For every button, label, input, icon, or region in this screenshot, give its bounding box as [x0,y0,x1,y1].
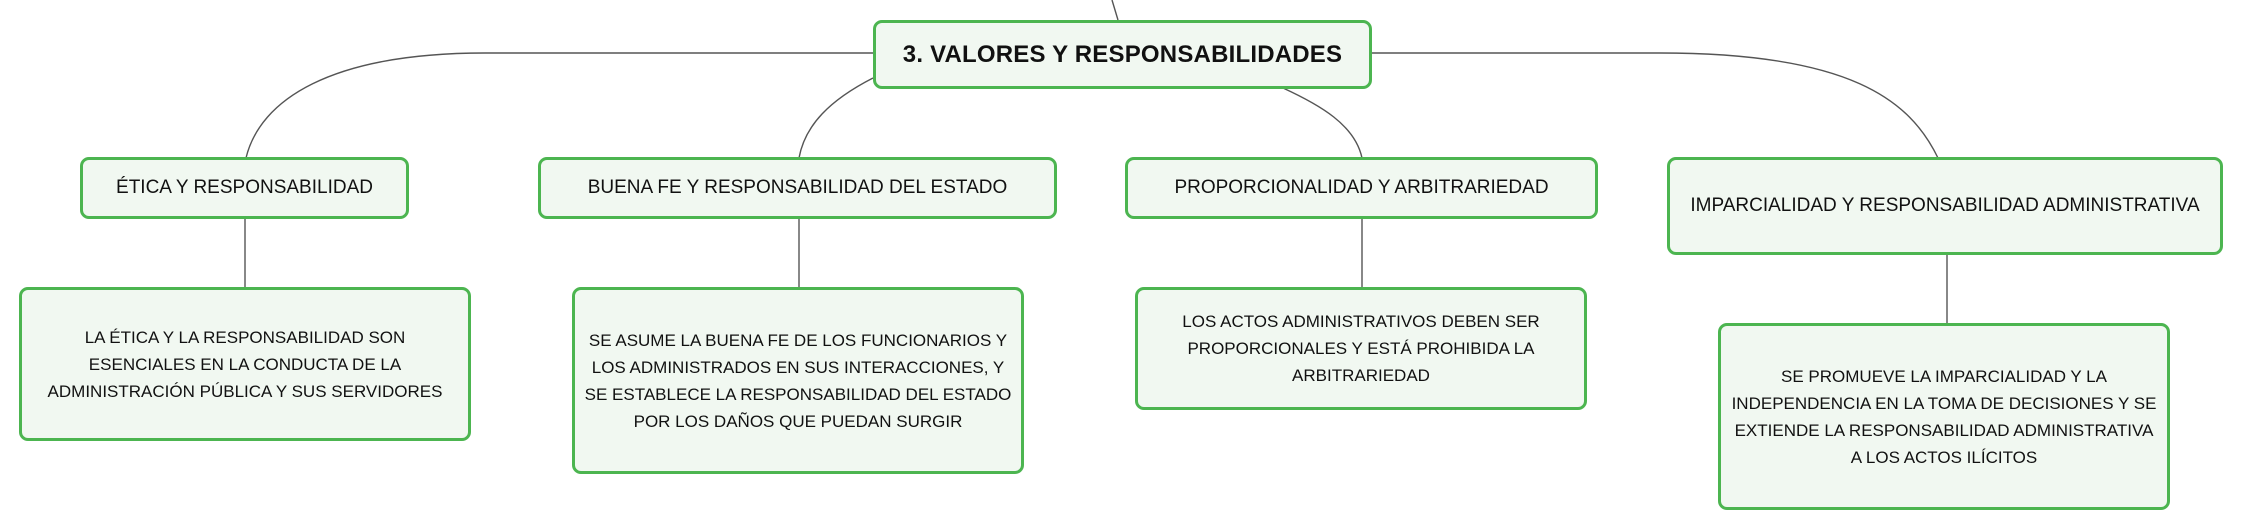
description-node-proporcionalidad[interactable]: LOS ACTOS ADMINISTRATIVOS DEBEN SER PROP… [1135,287,1587,410]
connector-root-buenafe [798,77,874,159]
description-node-etica[interactable]: LA ÉTICA Y LA RESPONSABILIDAD SON ESENCI… [19,287,471,441]
branch-node-proporcionalidad[interactable]: PROPORCIONALIDAD Y ARBITRARIEDAD [1125,157,1598,219]
description-node-buena-fe[interactable]: SE ASUME LA BUENA FE DE LOS FUNCIONARIOS… [572,287,1024,474]
description-text-etica: LA ÉTICA Y LA RESPONSABILIDAD SON ESENCI… [47,327,443,401]
branch-label-buena-fe: BUENA FE Y RESPONSABILIDAD DEL ESTADO [587,177,1008,198]
root-topic-label: 3. VALORES Y RESPONSABILIDADES [902,40,1343,68]
branch-label-proporcionalidad: PROPORCIONALIDAD Y ARBITRARIEDAD [1174,177,1549,198]
branch-label-etica: ÉTICA Y RESPONSABILIDAD [116,177,373,198]
connector-root-etica [245,52,873,159]
branch-label-imparcialidad: IMPARCIALIDAD Y RESPONSABILIDAD ADMINIST… [1690,195,2200,216]
branch-node-buena-fe[interactable]: BUENA FE Y RESPONSABILIDAD DEL ESTADO [538,157,1057,219]
connector-root-imparcialidad [1372,52,1939,159]
branch-node-etica[interactable]: ÉTICA Y RESPONSABILIDAD [80,157,409,219]
root-topic-node[interactable]: 3. VALORES Y RESPONSABILIDADES [873,20,1372,89]
connector-parent-root [1111,0,1119,21]
branch-node-imparcialidad[interactable]: IMPARCIALIDAD Y RESPONSABILIDAD ADMINIST… [1667,157,2223,255]
description-text-buena-fe: SE ASUME LA BUENA FE DE LOS FUNCIONARIOS… [584,330,1012,431]
description-text-imparcialidad: SE PROMUEVE LA IMPARCIALIDAD Y LA INDEPE… [1731,366,2157,467]
description-text-proporcionalidad: LOS ACTOS ADMINISTRATIVOS DEBEN SER PROP… [1182,312,1540,385]
description-node-imparcialidad[interactable]: SE PROMUEVE LA IMPARCIALIDAD Y LA INDEPE… [1718,323,2170,510]
connector-root-proporcionalidad [1282,87,1363,159]
